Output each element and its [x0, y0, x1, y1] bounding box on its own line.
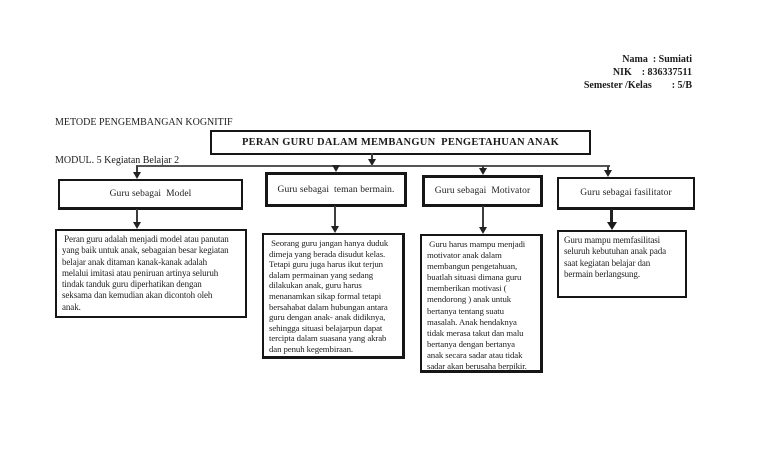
arrow-fasilitator-desc — [607, 222, 617, 230]
module-header-line2: MODUL. 5 Kegiatan Belajar 2 — [55, 154, 180, 166]
connector-motivator-desc — [482, 206, 484, 228]
node-label-model: Guru sebagai Model — [109, 189, 192, 199]
node-box-motivator: Guru sebagai Motivator — [422, 175, 543, 207]
connector-teman-desc — [334, 206, 336, 227]
diagram-title: PERAN GURU DALAM MEMBANGUN PENGETAHUAN A… — [241, 137, 560, 148]
node-box-teman-bermain: Guru sebagai teman bermain. — [265, 172, 407, 207]
node-box-model: Guru sebagai Model — [58, 179, 243, 210]
connector-title-stem — [371, 153, 373, 159]
node-desc-model: Peran guru adalah menjadi model atau pan… — [55, 229, 247, 318]
arrow-teman-desc — [331, 226, 339, 233]
connector-model-desc — [136, 209, 138, 223]
connector-drop-motivator — [482, 166, 484, 168]
diagram-title-box: PERAN GURU DALAM MEMBANGUN PENGETAHUAN A… — [210, 130, 591, 155]
node-label-fasilitator: Guru sebagai fasilitator — [580, 188, 672, 198]
node-box-fasilitator: Guru sebagai fasilitator — [557, 177, 695, 210]
arrow-drop-teman — [332, 165, 340, 172]
arrow-title-down — [368, 159, 376, 166]
node-label-teman-bermain: Guru sebagai teman bermain. — [277, 184, 395, 195]
arrow-drop-model — [133, 172, 141, 179]
connector-fasilitator-desc — [610, 209, 613, 223]
connector-drop-fasilitator — [607, 166, 609, 170]
connector-drop-model — [136, 166, 138, 172]
arrow-drop-motivator — [479, 168, 487, 175]
connector-rail — [136, 165, 610, 167]
arrow-drop-fasilitator — [604, 170, 612, 177]
arrow-model-desc — [133, 222, 141, 229]
module-header-line1: METODE PENGEMBANGAN KOGNITIF — [55, 117, 233, 128]
node-label-motivator: Guru sebagai Motivator — [434, 186, 531, 196]
arrow-motivator-desc — [479, 227, 487, 234]
module-header: METODE PENGEMBANGAN KOGNITIF MODUL. 5 Ke… — [55, 92, 233, 180]
